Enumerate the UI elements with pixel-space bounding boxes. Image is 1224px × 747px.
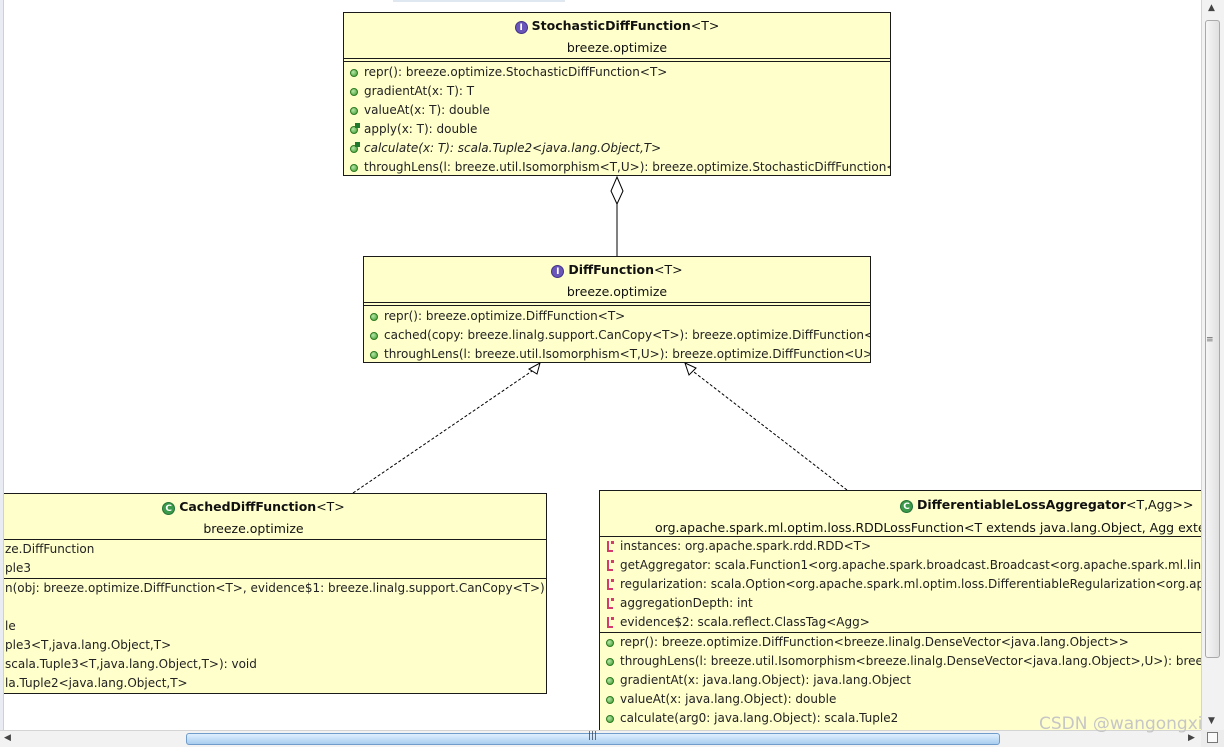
realization-edge-aggregator — [689, 368, 848, 491]
scroll-left-icon[interactable]: ◀ — [4, 733, 11, 743]
method-row[interactable]: la.Tuple2<java.lang.Object,T> — [5, 676, 188, 690]
attributes-compartment — [344, 59, 890, 62]
interface-icon: I — [551, 265, 565, 278]
type-params: <T> — [654, 262, 683, 277]
class-header: C DifferentiableLossAggregator<T,Agg>> or… — [600, 491, 1201, 537]
method-row[interactable]: n(obj: breeze.optimize.DiffFunction<T>, … — [5, 581, 547, 595]
field-row[interactable]: instances: org.apache.spark.rdd.RDD<T> — [600, 537, 1201, 556]
vertical-scroll-thumb[interactable] — [1205, 20, 1220, 658]
field-row[interactable]: getAggregator: scala.Function1<org.apach… — [600, 556, 1201, 575]
scroll-grip-icon: ||| — [588, 731, 598, 741]
scroll-down-icon[interactable]: ▼ — [1208, 716, 1215, 726]
scroll-right-icon[interactable]: ▶ — [1188, 733, 1195, 743]
methods-compartment: repr(): breeze.optimize.StochasticDiffFu… — [344, 62, 890, 175]
class-package: org.apache.spark.ml.optim.loss.RDDLossFu… — [655, 520, 1201, 535]
method-row[interactable]: repr(): breeze.optimize.StochasticDiffFu… — [344, 63, 890, 82]
abstract-method-icon — [350, 142, 360, 153]
public-method-icon — [350, 164, 358, 172]
abstract-method-icon — [350, 123, 360, 134]
method-row[interactable]: valueAt(x: T): double — [344, 101, 890, 120]
class-icon: C — [162, 502, 176, 515]
interface-icon: I — [514, 21, 528, 34]
resize-corner[interactable] — [1201, 730, 1224, 747]
class-name: DiffFunction — [568, 262, 655, 277]
public-method-icon — [606, 715, 614, 723]
public-method-icon — [606, 696, 614, 704]
method-row[interactable]: throughLens(l: breeze.util.Isomorphism<T… — [344, 158, 890, 175]
left-frame-edge — [0, 0, 4, 747]
method-row[interactable]: repr(): breeze.optimize.DiffFunction<bre… — [600, 633, 1201, 652]
private-field-icon — [606, 541, 615, 552]
class-package: breeze.optimize — [566, 284, 668, 299]
private-field-icon — [606, 560, 615, 571]
watermark: CSDN @wangongxi — [1039, 714, 1203, 734]
realization-edge-cached — [352, 368, 536, 494]
method-row[interactable]: cached(copy: breeze.linalg.support.CanCo… — [364, 326, 870, 345]
class-package: breeze.optimize — [203, 521, 304, 536]
field-row[interactable]: ze.DiffFunction — [5, 542, 95, 556]
scroll-grip-icon: ≡ — [1206, 335, 1214, 345]
public-method-icon — [370, 313, 378, 321]
method-row[interactable]: apply(x: T): double — [344, 120, 890, 139]
private-field-icon — [606, 579, 615, 590]
method-row[interactable]: repr(): breeze.optimize.DiffFunction<T> — [364, 307, 870, 326]
horizontal-scrollbar[interactable]: ◀ ||| ▶ — [0, 730, 1201, 747]
type-params: <T,Agg>> — [1125, 497, 1194, 512]
field-row[interactable]: aggregationDepth: int — [600, 594, 1201, 613]
resize-grip-icon — [1207, 732, 1218, 743]
fields-compartment: instances: org.apache.spark.rdd.RDD<T> g… — [600, 537, 1201, 633]
type-params: <T> — [316, 499, 345, 514]
public-method-icon — [606, 677, 614, 685]
method-row[interactable]: valueAt(x: java.lang.Object): double — [600, 690, 1201, 709]
class-name: DifferentiableLossAggregator — [917, 497, 1126, 512]
fields-compartment: ze.DiffFunction ple3 — [0, 540, 546, 579]
public-method-icon — [350, 107, 358, 115]
attributes-compartment — [364, 303, 870, 306]
method-row[interactable]: calculate(x: T): scala.Tuple2<java.lang.… — [344, 139, 890, 158]
class-name: StochasticDiffFunction — [531, 18, 691, 33]
type-params: <T> — [690, 18, 720, 33]
public-method-icon — [606, 658, 614, 666]
methods-compartment: n(obj: breeze.optimize.DiffFunction<T>, … — [0, 579, 546, 693]
realization-arrowhead-cached — [528, 361, 541, 375]
public-method-icon — [350, 88, 358, 96]
private-field-icon — [606, 617, 615, 628]
private-field-icon — [606, 598, 615, 609]
class-name: CachedDiffFunction — [179, 499, 317, 514]
method-row[interactable]: le — [5, 619, 16, 633]
methods-compartment: repr(): breeze.optimize.DiffFunction<T> … — [364, 306, 870, 362]
class-box-rdd-loss-function[interactable]: C DifferentiableLossAggregator<T,Agg>> or… — [599, 490, 1201, 730]
public-method-icon — [370, 332, 378, 340]
horizontal-scroll-thumb[interactable] — [186, 733, 1000, 745]
aggregation-diamond — [610, 175, 624, 206]
method-row[interactable]: calculate(arg0: java.lang.Object): scala… — [600, 709, 1201, 728]
method-row[interactable]: gradientAt(x: T): T — [344, 82, 890, 101]
scroll-up-icon[interactable]: ▲ — [1208, 3, 1215, 13]
method-row[interactable]: scala.Tuple3<T,java.lang.Object,T>): voi… — [5, 657, 257, 671]
method-row[interactable]: ple3<T,java.lang.Object,T> — [5, 638, 172, 652]
realization-arrowhead-aggregator — [684, 362, 697, 376]
vertical-scrollbar[interactable]: ▲ ≡ ▼ — [1201, 0, 1224, 730]
field-row[interactable]: ple3 — [5, 561, 31, 575]
top-tab-edge — [393, 0, 565, 2]
class-icon: C — [900, 500, 913, 513]
public-method-icon — [350, 69, 358, 77]
method-row[interactable]: gradientAt(x: java.lang.Object): java.la… — [600, 671, 1201, 690]
public-method-icon — [370, 351, 378, 359]
field-row[interactable]: evidence$2: scala.reflect.ClassTag<Agg> — [600, 613, 1201, 632]
method-row[interactable]: throughLens(l: breeze.util.Isomorphism<T… — [364, 345, 870, 362]
field-row[interactable]: regularization: scala.Option<org.apache.… — [600, 575, 1201, 594]
methods-compartment: repr(): breeze.optimize.DiffFunction<bre… — [600, 633, 1201, 728]
method-row[interactable]: throughLens(l: breeze.util.Isomorphism<b… — [600, 652, 1201, 671]
class-package: breeze.optimize — [566, 40, 668, 55]
method-row[interactable] — [0, 598, 546, 617]
public-method-icon — [606, 639, 614, 647]
